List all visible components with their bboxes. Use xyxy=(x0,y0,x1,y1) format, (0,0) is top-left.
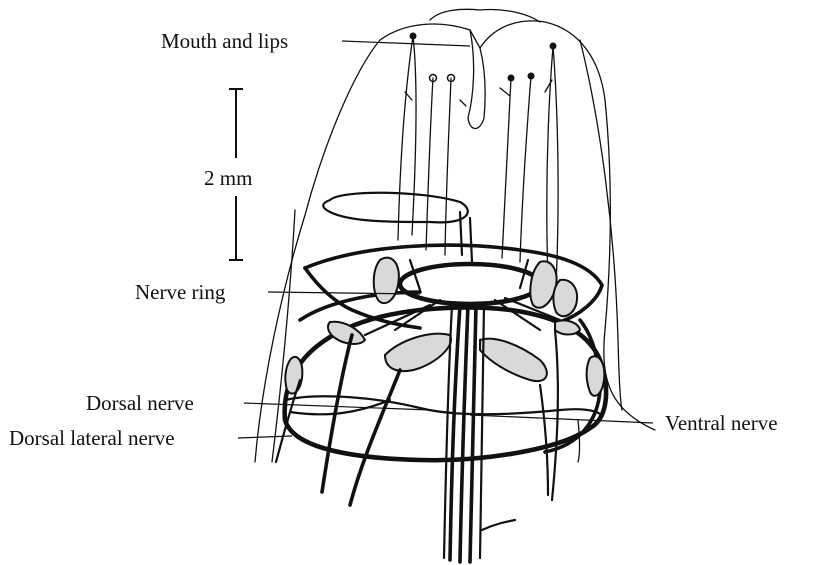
label-scale: 2 mm xyxy=(204,166,252,190)
label-mouth-and-lips: Mouth and lips xyxy=(161,29,288,53)
label-ventral-nerve: Ventral nerve xyxy=(665,411,778,435)
ganglia xyxy=(285,258,604,396)
label-dorsal-nerve: Dorsal nerve xyxy=(86,391,194,415)
right-lateral-thin-nerve xyxy=(580,40,622,410)
dorsal-nerve-band xyxy=(285,396,600,414)
ventral-nerve-leader xyxy=(470,415,653,423)
nerve-ring xyxy=(400,264,540,304)
label-nerve-ring: Nerve ring xyxy=(135,280,226,304)
label-dorsal-lateral-nerve: Dorsal lateral nerve xyxy=(9,426,175,450)
mouth-leader xyxy=(342,41,470,46)
